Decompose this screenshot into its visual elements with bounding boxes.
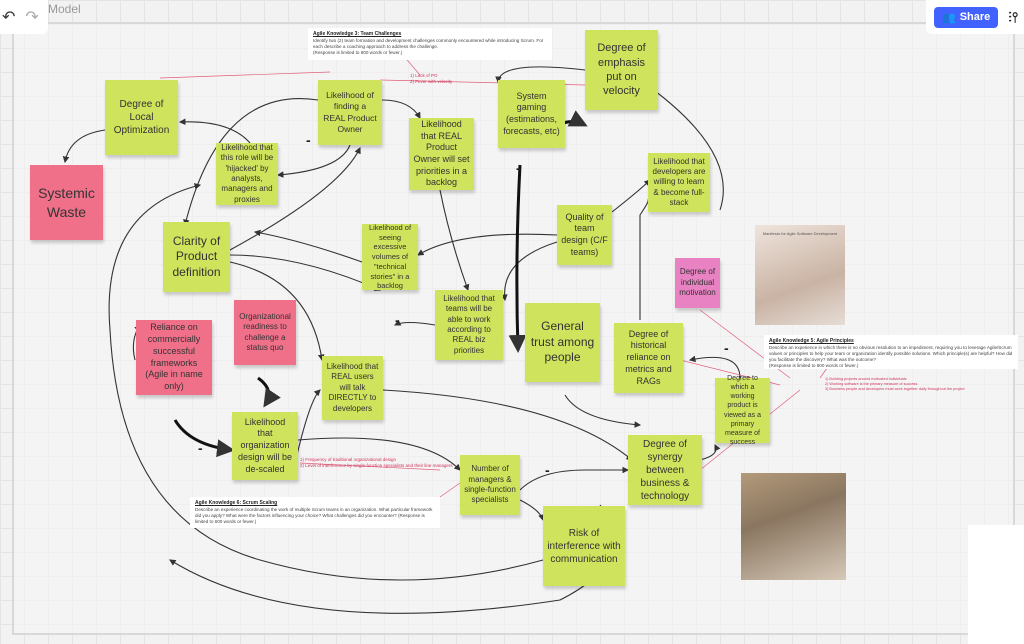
arrow — [519, 499, 545, 522]
sticky-note[interactable]: Organizational readiness to challenge a … — [234, 300, 296, 365]
sticky-note[interactable]: Likelihood that this role will be 'hijac… — [216, 143, 278, 205]
arrow — [394, 319, 436, 326]
text-box-agile-knowledge-6[interactable]: Agile Knowledge 6: Scrum Scaling Describ… — [190, 497, 440, 528]
minus-sign: - — [306, 132, 311, 148]
sticky-note[interactable]: Degree to which a working product is vie… — [715, 375, 770, 446]
arrow — [108, 183, 544, 581]
sticky-note[interactable]: Quality of team design (C/F teams) — [557, 205, 612, 265]
arrow — [381, 99, 421, 119]
arrow — [639, 196, 654, 320]
undo-redo-bar: ↶ ↷ — [0, 0, 48, 34]
arrow — [564, 394, 642, 428]
sticky-note[interactable]: Degree of synergy between business & tec… — [628, 435, 702, 505]
arrow — [297, 437, 461, 471]
sliders-icon[interactable]: ⫶⫯ — [1008, 8, 1018, 25]
sticky-note[interactable]: Likelihood of seeing excessive volumes o… — [362, 223, 418, 290]
arrow — [183, 98, 319, 227]
sticky-note[interactable]: Degree of emphasis put on velocity — [585, 30, 658, 110]
arrow — [519, 466, 630, 491]
arrow — [439, 189, 470, 292]
arrow — [178, 118, 251, 144]
minus-sign: - — [198, 440, 203, 456]
minus-sign: - — [724, 340, 729, 356]
arrow — [229, 254, 382, 291]
arrow — [417, 233, 558, 256]
arrow — [495, 66, 586, 84]
sticky-note[interactable]: Likelihood that developers are willing t… — [648, 153, 710, 212]
sticky-note[interactable]: Reliance on commercially successful fram… — [136, 320, 212, 395]
arrow — [639, 79, 724, 211]
bold-arrow — [257, 376, 281, 408]
arrow — [501, 241, 558, 302]
text-box-agile-knowledge-3[interactable]: Agile Knowledge 3: Team Challenges Ident… — [308, 28, 552, 60]
sticky-note[interactable]: Risk of interference with communication — [543, 506, 625, 586]
minus-sign: - — [516, 160, 521, 176]
sticky-note[interactable]: Systemic Waste — [30, 165, 103, 240]
sticky-note[interactable]: Likelihood that REAL users will talk DIR… — [322, 356, 383, 420]
minus-sign: - — [395, 312, 400, 328]
arrow — [296, 389, 321, 456]
arrow — [253, 229, 363, 263]
agile-manifesto-image[interactable]: Manifesto for Agile Software Development — [755, 225, 845, 325]
arrow — [62, 129, 106, 164]
sticky-note[interactable]: System gaming (estimations, forecasts, e… — [498, 80, 565, 148]
sticky-note[interactable]: Clarity of Product definition — [163, 222, 230, 292]
board-title[interactable]: Model — [48, 2, 81, 16]
redo-icon[interactable]: ↷ — [25, 9, 39, 26]
arrow — [276, 144, 351, 178]
sticky-note[interactable]: Likelihood that teams will be able to wo… — [435, 290, 503, 360]
sticky-note[interactable]: Likelihood that organization design will… — [232, 412, 298, 480]
sticky-note[interactable]: General trust among people — [525, 303, 600, 382]
bold-arrow — [508, 164, 527, 353]
annotation: 1) Building projects around motivated in… — [825, 377, 965, 391]
sticky-note[interactable]: Likelihood that REAL Product Owner will … — [409, 118, 474, 190]
poster-image[interactable] — [741, 473, 846, 580]
minimap-panel[interactable] — [968, 525, 1024, 644]
arrow — [382, 389, 633, 461]
users-icon: 👥 — [942, 11, 956, 24]
arrow — [229, 261, 325, 362]
annotation: 1) Frequency of traditional organization… — [300, 457, 453, 468]
arrow — [611, 179, 651, 213]
arrow — [699, 444, 721, 461]
arrow — [688, 355, 741, 379]
sticky-note[interactable]: Number of managers & single-function spe… — [460, 455, 520, 515]
bold-arrow — [173, 419, 235, 458]
text-box-agile-knowledge-5[interactable]: Agile Knowledge 5: Agile Principles Desc… — [764, 335, 1018, 369]
top-right-toolbar: 👥Share ⫶⫯ — [926, 0, 1024, 34]
sticky-note[interactable]: Likelihood of finding a REAL Product Own… — [318, 80, 382, 145]
share-button[interactable]: 👥Share — [934, 6, 999, 28]
undo-icon[interactable]: ↶ — [2, 9, 16, 26]
minus-sign: - — [545, 462, 550, 478]
sticky-note[interactable]: Degree of individual motivation — [675, 258, 720, 308]
sticky-note[interactable]: Degree of Local Optimization — [105, 80, 178, 155]
sticky-note[interactable]: Degree of historical reliance on metrics… — [614, 323, 683, 393]
